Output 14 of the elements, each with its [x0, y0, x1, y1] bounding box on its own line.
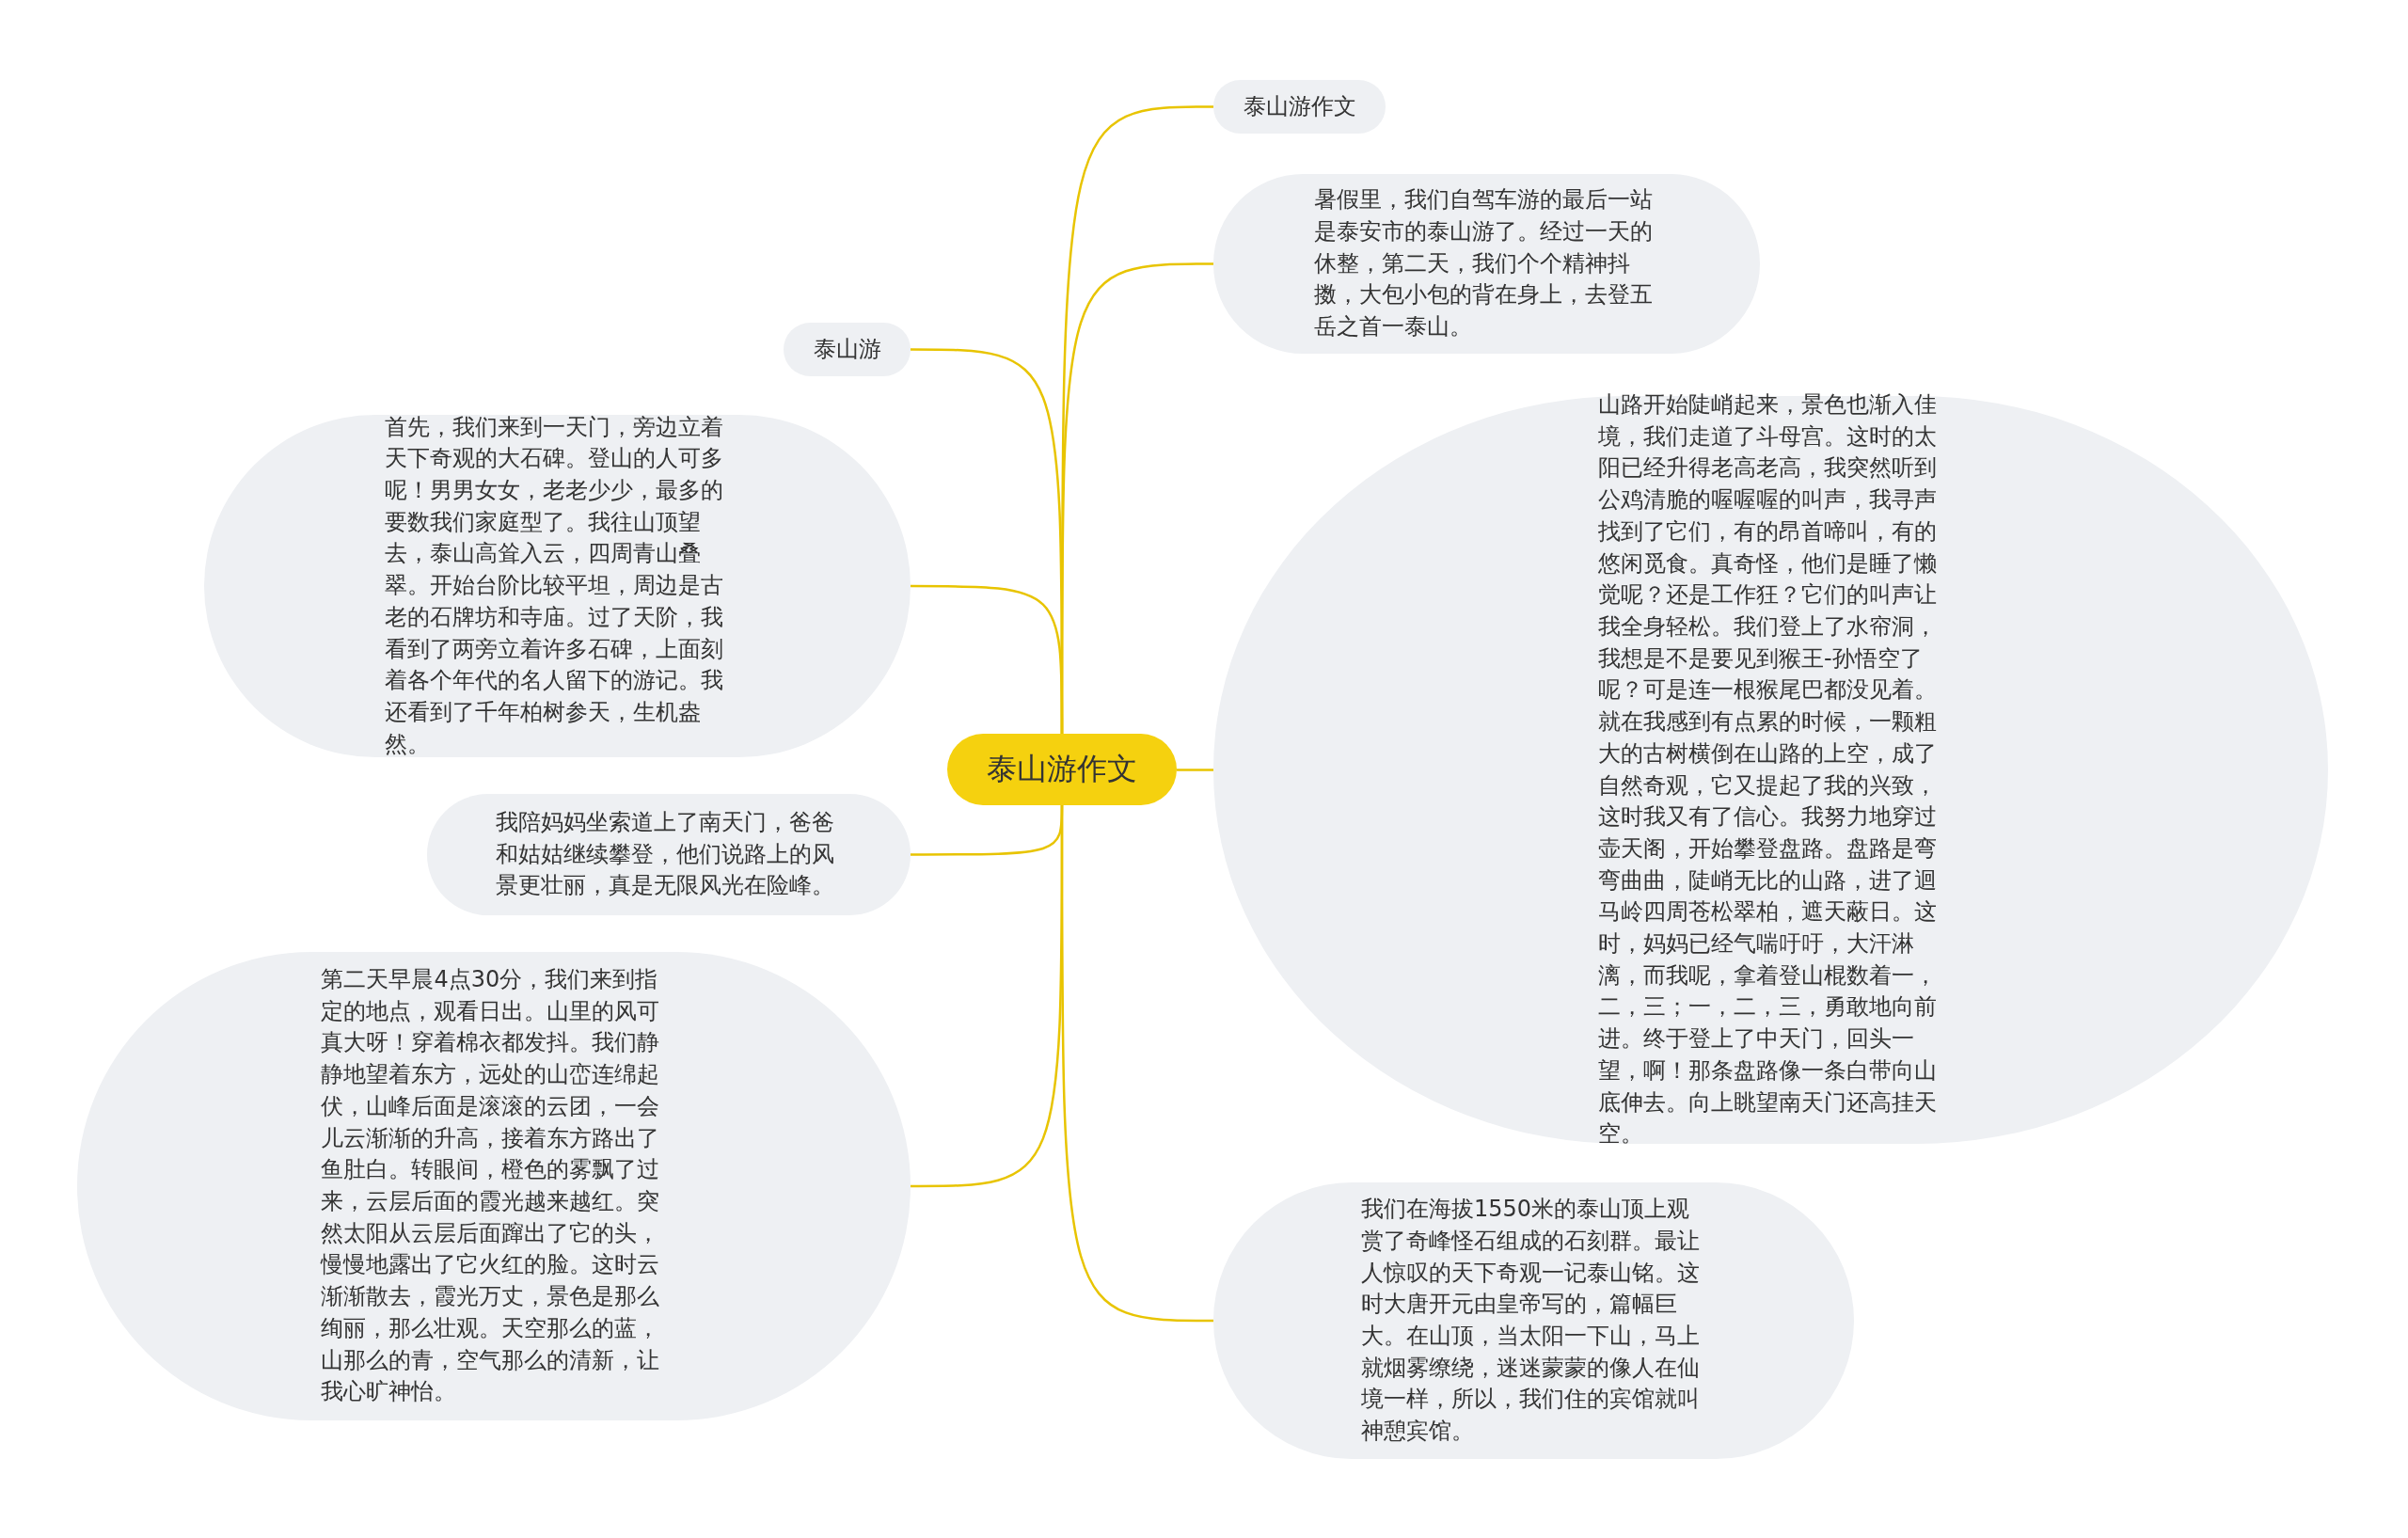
connector-line [911, 584, 1064, 734]
paragraph-text: 山路开始陡峭起来，景色也渐入佳境，我们走道了斗母宫。这时的太阳已经升得老高老高，我突然听到公鸡清脆的喔喔喔的叫声，我寻声找到了它们，有的昂首啼叫，有的悠闲觅食。真奇怪，他们是睡了懒觉呢？还是工作狂？它们的叫声让我全身轻松。我们登上了水帘洞，我想是不是要见到猴王-孙悟空了呢？可是连一根猴尾巴都没见着。就在我感到有点累的时候，一颗粗大的古树横倒在山路的上空，成了自然奇观，它又提起了我的兴致，这时我又有了信心。我努力地穿过壶天阁，开始攀登盘路。盘路是弯弯曲曲，陡峭无比的山路，进了迴马岭四周苍松翠柏，遮天蔽日。这时，妈妈已经气喘吁吁，大汗淋漓，而我呢，拿着登山棍数着一，二，三；一，二，三，勇敢地向前进。终于登上了中天门，回头一望，啊！那条盘路像一条白带向山底伸去。向上眺望南天门还高挂天空。 [1597, 390, 1938, 1150]
connector-line [1177, 769, 1213, 771]
topic-label: 泰山游 [813, 334, 881, 364]
topic-label: 泰山游作文 [1243, 91, 1356, 121]
paragraph-text: 我们在海拔1550米的泰山顶上观赏了奇峰怪石组成的石刻群。最让人惊叹的天下奇观一记泰山铭。这时大唐开元由皇帝写的，篇幅巨大。在山顶，当太阳一下山，马上就烟雾缭绕，迷迷蒙蒙的像人在仙境一样，所以，我们住的宾馆就叫神憩宾馆。 [1360, 1195, 1701, 1447]
paragraph-text: 首先，我们来到一天门，旁边立着天下奇观的大石碑。登山的人可多呢！男男女女，老老少少，最多的要数我们家庭型了。我往山顶望去，泰山高耸入云，四周青山叠翠。开始台阶比较平坦，周边是古老的石牌坊和寺庙。过了天阶，我看到了两旁立着许多石碑，上面刻着各个年代的名人留下的游记。我还看到了千年柏树参天，生机盎然。 [384, 412, 724, 759]
topic-bubble [784, 323, 911, 376]
topic-bubble [1213, 80, 1386, 134]
paragraph-text: 暑假里，我们自驾车游的最后一站是泰安市的泰山游了。经过一天的休整，第二天，我们个个精神抖擞，大包小包的背在身上，去登五岳之首一泰山。 [1313, 185, 1654, 342]
paragraph-text: 第二天早晨4点30分，我们来到指定的地点，观看日出。山里的风可真大呀！穿着棉衣都发抖。我们静静地望着东方，远处的山峦连绵起伏，山峰后面是滚滚的云团，一会儿云渐渐的升高，接着东方路出了鱼肚白。转眼间，橙色的雾飘了过来，云层后面的霞光越来越红。突然太阳从云层后面蹿出了它的头，慢慢地露出了它火红的脸。这时云渐渐散去，霞光万丈，景色是那么绚丽，那么壮观。天空那么的蓝，山那么的青，空气那么的清新，让我心旷神怡。 [321, 965, 661, 1407]
paragraph-text: 我陪妈妈坐索道上了南天门，爸爸和姑姑继续攀登，他们说路上的风景更壮丽，真是无限风光在险峰。 [496, 807, 836, 901]
topic-title: 泰山游作文 [987, 750, 1137, 788]
connector-line [911, 805, 1064, 1188]
